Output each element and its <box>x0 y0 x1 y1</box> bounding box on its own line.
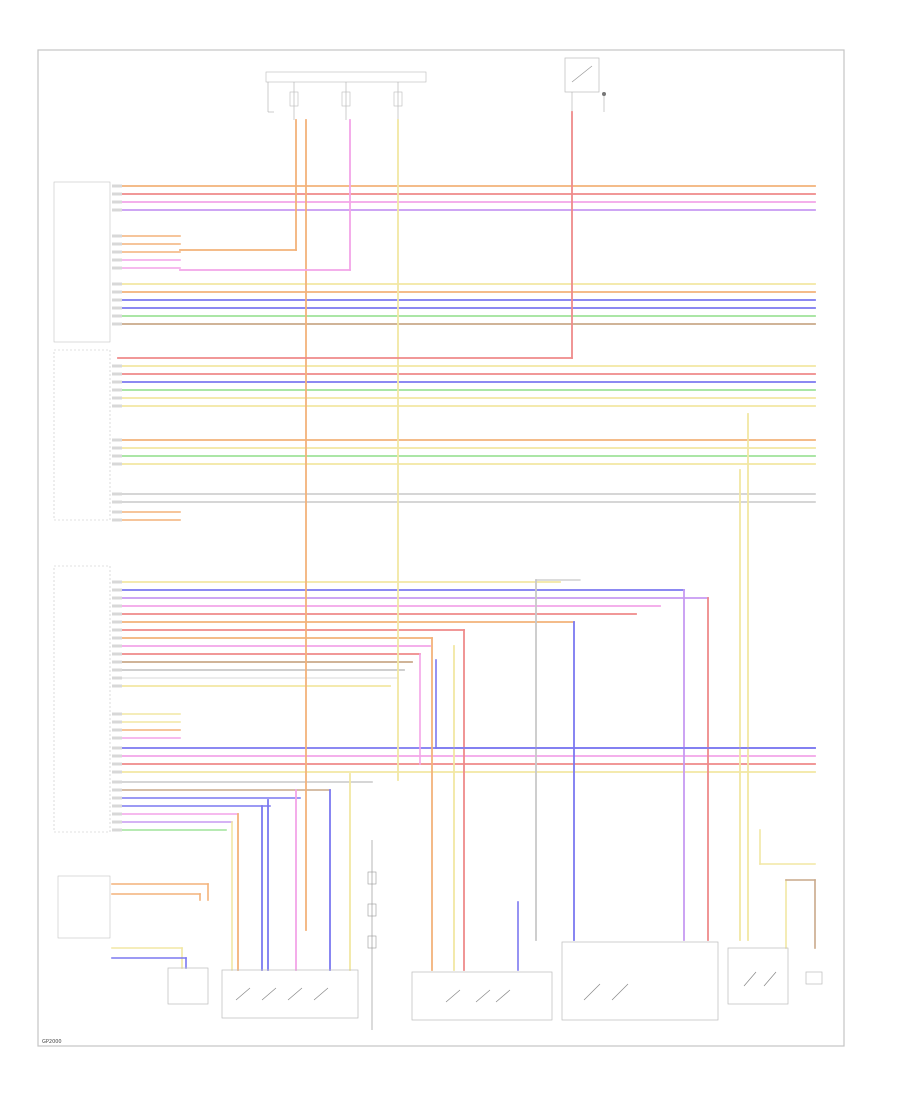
pin-marker <box>112 518 122 522</box>
pin-marker <box>112 770 122 774</box>
pin-marker <box>112 796 122 800</box>
pin-marker <box>112 322 122 326</box>
pin-marker <box>112 780 122 784</box>
pin-marker <box>112 746 122 750</box>
pin-marker <box>112 492 122 496</box>
wire-harness <box>111 111 816 971</box>
pin-marker <box>112 234 122 238</box>
top-right-switch <box>564 57 606 112</box>
pin-marker <box>112 266 122 270</box>
pin-marker <box>112 636 122 640</box>
pin-marker <box>112 736 122 740</box>
bottom-component-2 <box>221 969 359 1019</box>
pin-marker <box>112 788 122 792</box>
module-outline-2 <box>53 349 111 521</box>
pin-marker <box>112 446 122 450</box>
pin-marker <box>112 728 122 732</box>
pin-marker <box>112 620 122 624</box>
pin-marker <box>112 454 122 458</box>
pin-marker <box>112 192 122 196</box>
pin-marker <box>112 404 122 408</box>
pin-marker <box>112 372 122 376</box>
pin-marker <box>112 668 122 672</box>
pin-marker <box>112 652 122 656</box>
pin-marker <box>112 762 122 766</box>
pin-marker <box>112 200 122 204</box>
pin-marker <box>112 250 122 254</box>
pin-labels <box>112 184 122 832</box>
pin-marker <box>112 812 122 816</box>
footer-code: GP2000 <box>42 1039 62 1045</box>
pin-marker <box>112 580 122 584</box>
pin-marker <box>112 380 122 384</box>
pin-marker <box>112 258 122 262</box>
pin-marker <box>112 282 122 286</box>
pin-marker <box>112 644 122 648</box>
bottom-component-4 <box>561 941 719 1021</box>
pin-marker <box>112 804 122 808</box>
pin-marker <box>112 588 122 592</box>
pin-marker <box>112 314 122 318</box>
pin-marker <box>112 604 122 608</box>
module-outline-3 <box>53 565 111 833</box>
diagram-border <box>37 49 845 1047</box>
bottom-component-1 <box>167 967 209 1005</box>
bottom-component-3 <box>411 971 553 1021</box>
pin-marker <box>112 364 122 368</box>
pin-marker <box>112 828 122 832</box>
pin-marker <box>112 754 122 758</box>
pin-marker <box>112 388 122 392</box>
pin-marker <box>112 306 122 310</box>
pin-marker <box>112 462 122 466</box>
pin-marker <box>112 208 122 212</box>
pin-marker <box>112 438 122 442</box>
module-outline-4 <box>57 875 111 939</box>
pin-marker <box>112 660 122 664</box>
inline-connector <box>367 840 377 1030</box>
pin-marker <box>112 596 122 600</box>
pin-marker <box>112 184 122 188</box>
fuse-block <box>265 71 427 120</box>
pin-marker <box>112 298 122 302</box>
pin-marker <box>112 676 122 680</box>
bottom-component-5 <box>727 947 789 1005</box>
bottom-component-6 <box>805 971 823 985</box>
pin-marker <box>112 510 122 514</box>
pin-marker <box>112 720 122 724</box>
module-outline-1 <box>53 181 111 343</box>
pin-marker <box>112 242 122 246</box>
pin-marker <box>112 712 122 716</box>
pin-marker <box>112 684 122 688</box>
pin-marker <box>112 396 122 400</box>
pin-marker <box>112 500 122 504</box>
pin-marker <box>112 290 122 294</box>
pin-marker <box>112 628 122 632</box>
pin-marker <box>112 612 122 616</box>
pin-marker <box>112 820 122 824</box>
